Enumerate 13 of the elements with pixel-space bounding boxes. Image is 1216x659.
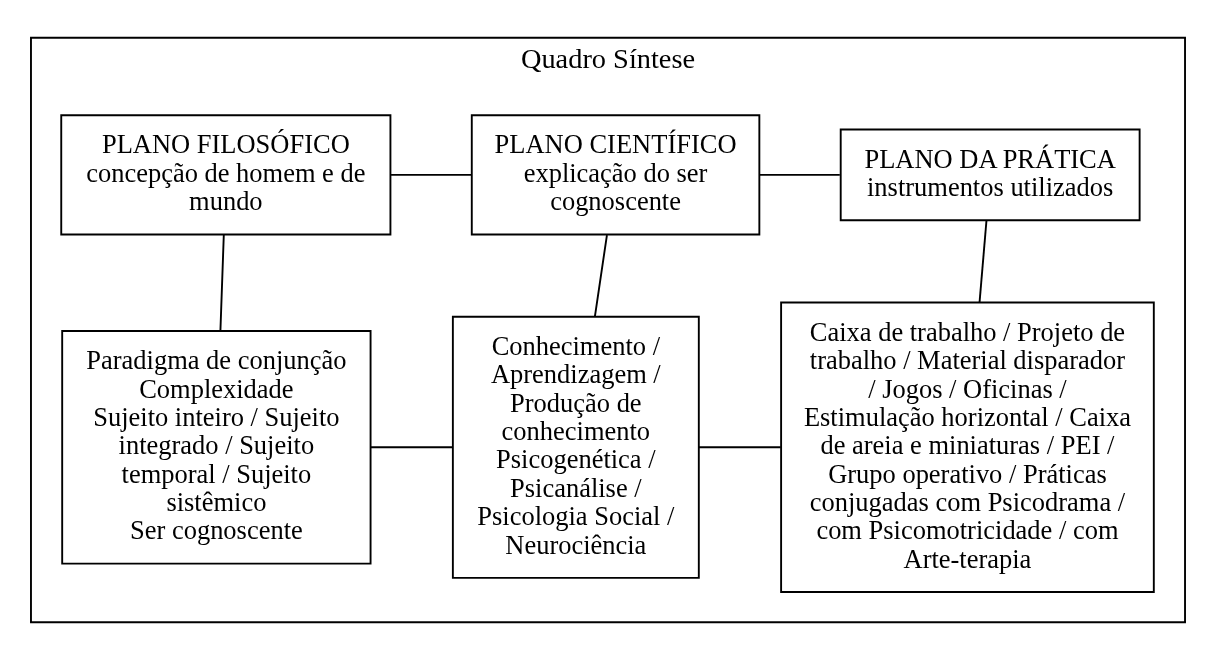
connector [978, 219, 988, 303]
connector [219, 233, 225, 332]
node-box: Paradigma de conjunção Complexidade Sujeito inteiro / Sujeito integrado / Sujeito temporal / Sujeito sistêmico Ser cognoscente [61, 329, 372, 565]
node-box: Conhecimento / Aprendizagem / Produção de conhecimento Psicogenética / Psicanálise / Psicologia Social / Neurociência [451, 315, 700, 579]
node-box: Caixa de trabalho / Projeto de trabalho / Material disparador / Jogos / Oficinas / Estimulação horizontal / Caixa de areia e miniaturas / PEI / Grupo operativo / Práticas conjugadas com Psicodrama / com Psicomotricidade / com Arte-terapia [780, 301, 1155, 593]
node-box: PLANO CIENTÍFICO explicação do ser cognoscente [470, 113, 761, 235]
node-box: PLANO FILOSÓFICO concepção de homem e de mundo [60, 113, 392, 235]
connector [369, 445, 454, 448]
connector [593, 233, 608, 318]
connector [758, 173, 841, 176]
connector [390, 173, 473, 176]
node-box: PLANO DA PRÁTICA instrumentos utilizados [839, 128, 1141, 221]
connector [698, 445, 782, 448]
